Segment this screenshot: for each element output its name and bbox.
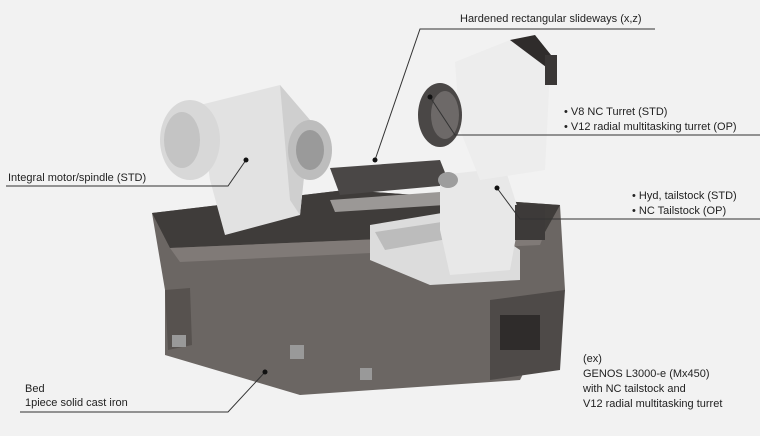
spindle-head — [160, 85, 332, 235]
leader-lines — [6, 28, 760, 413]
turret-label-op: • V12 radial multitasking turret (OP) — [564, 121, 737, 133]
turret-label-std: • V8 NC Turret (STD) — [564, 106, 668, 118]
spindle-label: Integral motor/spindle (STD) — [8, 172, 147, 184]
spindle-leader — [6, 159, 247, 187]
bed-label-detail: 1piece solid cast iron — [25, 397, 128, 409]
slideways-label: Hardened rectangular slideways (x,z) — [460, 13, 642, 25]
caption-line: GENOS L3000-e (Mx450) — [583, 368, 710, 380]
turret — [418, 35, 557, 180]
tailstock-label-std: • Hyd, tailstock (STD) — [632, 190, 737, 202]
slideways — [330, 160, 450, 212]
caption-line: V12 radial multitasking turret — [583, 398, 723, 410]
leader-dots — [243, 94, 500, 375]
slideways-leader — [374, 28, 655, 161]
tailstock-label-op: • NC Tailstock (OP) — [632, 205, 727, 217]
tailstock — [438, 168, 545, 275]
caption-line: with NC tailstock and — [583, 383, 686, 395]
bed-leader — [20, 371, 266, 413]
tailstock-leader — [496, 187, 760, 220]
caption-line: (ex) — [583, 353, 602, 365]
bed-label: Bed — [25, 383, 45, 395]
caption: (ex) GENOS L3000-e (Mx450) with NC tails… — [583, 352, 722, 412]
turret-leader — [429, 96, 760, 136]
